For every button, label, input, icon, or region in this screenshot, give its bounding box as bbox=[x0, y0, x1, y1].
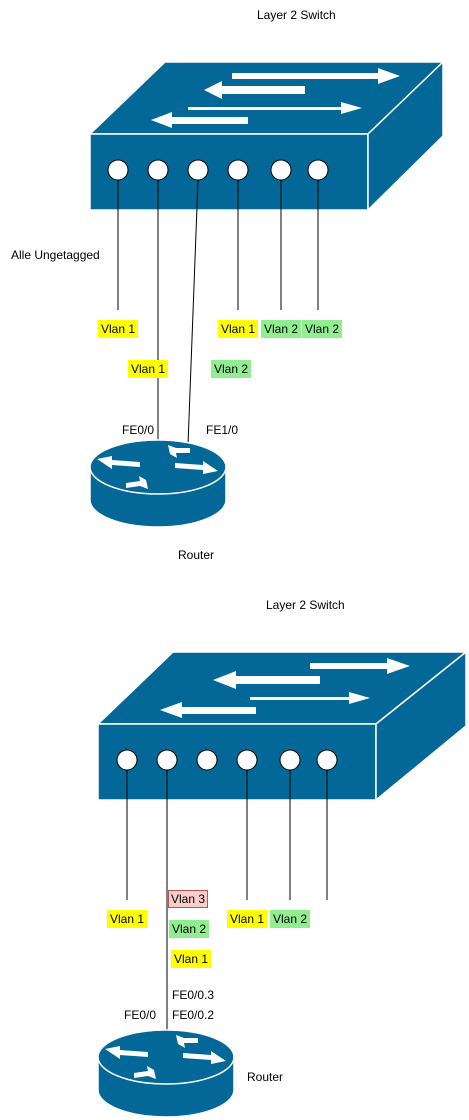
router-1-port-fe10: FE1/0 bbox=[206, 423, 239, 437]
untagged-note: Alle Ungetagged bbox=[11, 248, 100, 262]
switch-1 bbox=[88, 60, 445, 212]
vlan-tag: Vlan 2 bbox=[169, 920, 210, 938]
subinterface-fe03: FE0/0.3 bbox=[172, 988, 215, 1002]
router-2-label: Router bbox=[247, 1070, 284, 1084]
vlan-tag: Vlan 2 bbox=[270, 910, 311, 928]
vlan-tag: Vlan 1 bbox=[128, 360, 169, 378]
router-2-arrows-icon bbox=[105, 1035, 226, 1079]
switch-2-ports bbox=[116, 749, 338, 771]
switch-2-cables bbox=[126, 770, 328, 1035]
router-2-port-fe00: FE0/0 bbox=[124, 1008, 157, 1022]
router-1 bbox=[89, 439, 227, 528]
vlan-tag: Vlan 2 bbox=[261, 320, 302, 338]
subinterface-fe02: FE0/0.2 bbox=[172, 1008, 215, 1022]
vlan-tag: Vlan 1 bbox=[98, 320, 139, 338]
switch-1-cables bbox=[117, 179, 319, 446]
vlan-tag: Vlan 2 bbox=[302, 320, 343, 338]
switch-2 bbox=[96, 650, 469, 802]
router-1-port-fe00: FE0/0 bbox=[122, 423, 155, 437]
vlan-tag: Vlan 1 bbox=[227, 910, 268, 928]
router-1-label: Router bbox=[178, 548, 215, 562]
vlan-tag: Vlan 2 bbox=[211, 360, 252, 378]
router-1-arrows-icon bbox=[97, 445, 218, 489]
switch-1-title: Layer 2 Switch bbox=[257, 8, 336, 22]
switch-2-arrows-icon bbox=[160, 658, 410, 718]
router-2 bbox=[97, 1029, 235, 1118]
switch-1-arrows-icon bbox=[151, 68, 400, 128]
vlan-tag: Vlan 1 bbox=[171, 950, 212, 968]
vlan-tag: Vlan 3 bbox=[168, 890, 209, 908]
vlan-tag: Vlan 1 bbox=[218, 320, 259, 338]
vlan-tag: Vlan 1 bbox=[107, 910, 148, 928]
switch-2-title: Layer 2 Switch bbox=[266, 598, 345, 612]
